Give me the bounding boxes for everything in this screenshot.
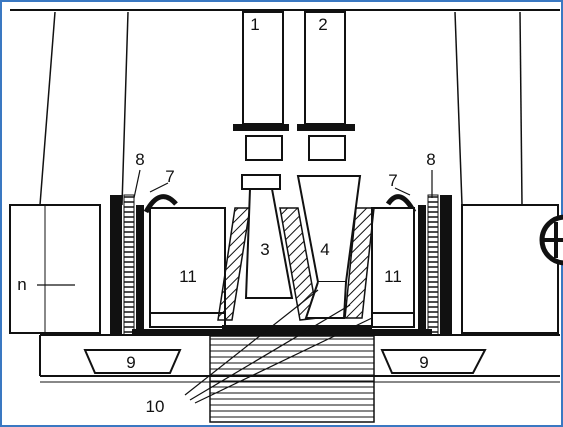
- label-8-right: 8: [426, 150, 435, 169]
- left-foot-9: [83, 349, 182, 374]
- leader-lines: [37, 169, 433, 404]
- label-n: n: [17, 275, 26, 294]
- label-1: 1: [250, 15, 259, 34]
- left-chamber-base: [149, 312, 226, 328]
- part-3: [241, 174, 294, 299]
- right-foot-9: [380, 349, 487, 374]
- shaft-1: [233, 11, 289, 161]
- background-columns: [39, 11, 523, 206]
- right-chamber-11: [371, 207, 415, 314]
- left-hatched-wall: [217, 207, 251, 321]
- label-4: 4: [320, 240, 329, 259]
- label-10: 10: [146, 397, 165, 416]
- label-9-left: 9: [126, 353, 135, 372]
- label-7-left: 7: [165, 167, 174, 186]
- central-base-bar: [222, 325, 372, 332]
- right-housing-block: [461, 204, 559, 334]
- label-11-right: 11: [384, 267, 402, 286]
- label-7-right: 7: [388, 171, 397, 190]
- label-8-left: 8: [135, 150, 144, 169]
- label-11-left: 11: [179, 267, 197, 286]
- chamber-base-bar: [132, 329, 432, 335]
- right-chamber-base: [371, 312, 415, 328]
- label-3: 3: [260, 240, 269, 259]
- shaft-2: [297, 11, 355, 161]
- left-coil-assembly: [110, 194, 178, 336]
- part-4: [296, 175, 362, 319]
- wheel-partial: [539, 214, 563, 266]
- left-housing-block: [9, 204, 101, 334]
- label-9-right: 9: [419, 353, 428, 372]
- left-chamber-11: [149, 207, 226, 314]
- lower-plate-10: [209, 335, 375, 423]
- label-2: 2: [318, 15, 327, 34]
- right-hatched-wall: [344, 207, 375, 319]
